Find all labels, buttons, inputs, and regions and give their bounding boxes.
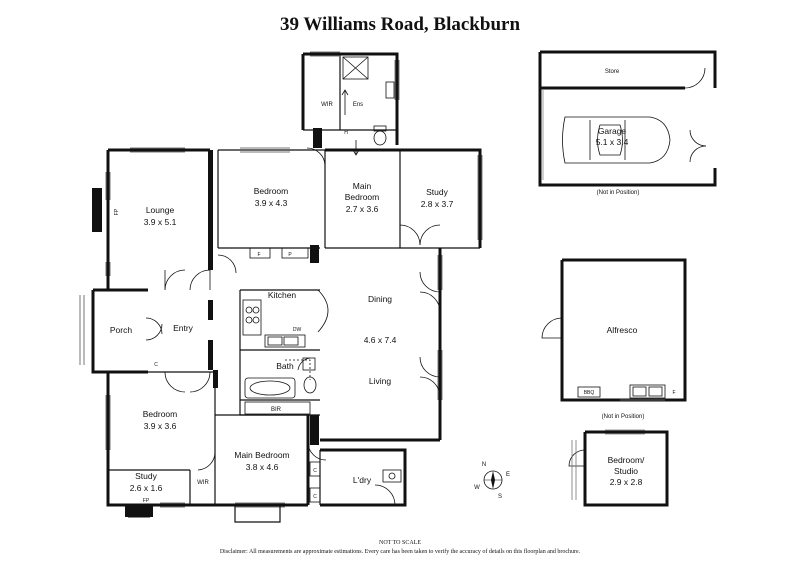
studio-label-1: Bedroom/: [608, 455, 645, 465]
bbq-label: BBQ: [584, 390, 595, 396]
entry-label: Entry: [173, 323, 194, 333]
store-label: Store: [605, 69, 620, 75]
porch-label: Porch: [110, 325, 132, 335]
alfresco-label: Alfresco: [607, 325, 638, 335]
garage-walls: [538, 50, 717, 187]
main-bedroom-top-size: 2.7 x 3.6: [346, 204, 379, 214]
laundry-fittings: [309, 461, 402, 503]
study-top-label: Study: [426, 187, 448, 197]
main-bedroom-top-label-1: Main: [353, 181, 372, 191]
alfresco-walls: [560, 258, 687, 402]
dining-size: 4.6 x 7.4: [364, 335, 397, 345]
interior-walls: [108, 54, 480, 505]
bath-fittings: [244, 357, 317, 415]
cupboard-1-label: C: [154, 362, 158, 368]
compass: N E S W: [474, 462, 510, 500]
studio-label-2: Studio: [614, 466, 638, 476]
kitchen-label: Kitchen: [268, 290, 297, 300]
bedroom-top-size: 3.9 x 4.3: [255, 198, 288, 208]
main-bedroom-bottom-label: Main Bedroom: [234, 450, 289, 460]
dining-label: Dining: [368, 294, 392, 304]
bay-window: [234, 505, 281, 523]
alfresco-position-note: (Not in Position): [602, 414, 645, 420]
garage-position-note: (Not in Position): [597, 190, 640, 196]
laundry-label: L'dry: [353, 475, 372, 485]
main-house-walls: [91, 52, 482, 507]
wir-top-label: WIR: [321, 102, 333, 108]
compass-north: N: [482, 462, 486, 468]
lounge-label: Lounge: [146, 205, 175, 215]
dishwasher-label: DW: [293, 327, 302, 333]
bath-label: Bath: [276, 361, 294, 371]
bedroom-top-label: Bedroom: [254, 186, 289, 196]
kitchen-fittings: [242, 247, 329, 348]
studio-details: [568, 429, 645, 500]
study-bottom-size: 2.6 x 1.6: [130, 483, 163, 493]
ensuite-fittings: [341, 56, 395, 156]
bedroom-bottom-label: Bedroom: [143, 409, 178, 419]
compass-east: E: [506, 472, 510, 478]
fridge-label: F: [257, 252, 260, 258]
main-bedroom-top-label-2: Bedroom: [345, 192, 380, 202]
solid-walls: [92, 128, 322, 517]
compass-south: S: [498, 494, 502, 500]
disclaimer: Disclaimer: All measurements are approxi…: [219, 549, 581, 555]
garage-details: [542, 67, 707, 180]
doors: [145, 147, 441, 506]
wir-bottom-label: WIR: [197, 480, 209, 486]
studio-walls: [583, 430, 669, 507]
fireplace-label: FP: [143, 498, 150, 504]
study-top-size: 2.8 x 3.7: [421, 199, 454, 209]
page-title: 39 Williams Road, Blackburn: [279, 14, 521, 35]
garage-size: 5.1 x 3.4: [596, 137, 629, 147]
main-bedroom-bottom-size: 3.8 x 4.6: [246, 462, 279, 472]
lounge-size: 3.9 x 5.1: [144, 217, 177, 227]
ensuite-label: Ens: [353, 102, 363, 108]
alfresco-details: [541, 317, 666, 401]
cupboard-2-label: C: [313, 468, 317, 474]
alfresco-fridge-label: F: [672, 390, 675, 396]
study-bottom-label: Study: [135, 471, 157, 481]
bir-label: BIR: [271, 407, 282, 413]
lounge-fireplace-label: FP: [114, 208, 120, 215]
compass-west: W: [474, 485, 480, 491]
cupboard-3-label: C: [313, 494, 317, 500]
garage-label: Garage: [598, 126, 627, 136]
windows: [79, 51, 483, 508]
bedroom-bottom-size: 3.9 x 3.6: [144, 421, 177, 431]
living-label: Living: [369, 376, 391, 386]
scale-note: NOT TO SCALE: [378, 540, 421, 546]
studio-size: 2.9 x 2.8: [610, 477, 643, 487]
pantry-label: P: [288, 252, 292, 258]
hwu-label: H: [344, 130, 348, 136]
